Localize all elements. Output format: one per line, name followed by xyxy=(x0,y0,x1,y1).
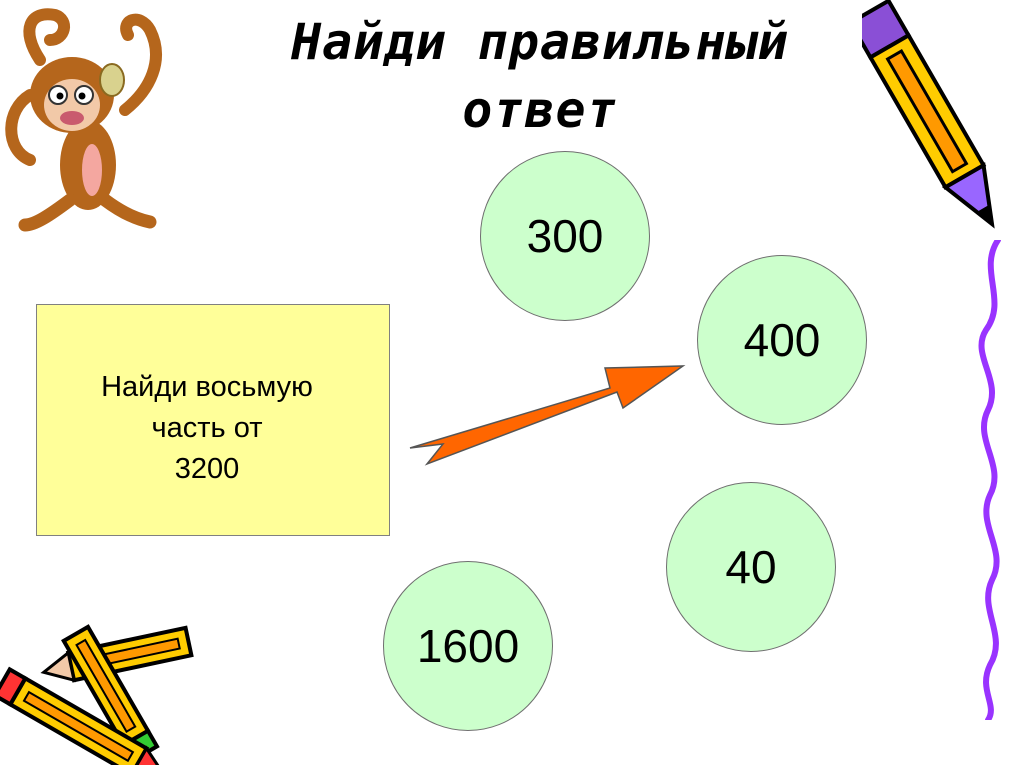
task-box: Найди восьмую часть от 3200 xyxy=(36,304,390,536)
wavy-line-decoration xyxy=(978,240,1001,720)
task-line-1: Найди восьмую xyxy=(101,371,313,403)
title-line-2: ответ xyxy=(462,81,618,139)
answer-400[interactable]: 400 xyxy=(697,255,867,425)
task-line-2: часть от xyxy=(151,412,263,444)
crossed-pencils-icon xyxy=(0,624,194,765)
task-line-3: 3200 xyxy=(174,453,240,485)
arrow-icon xyxy=(409,365,686,466)
answer-40[interactable]: 40 xyxy=(666,482,836,652)
task-text: Найди восьмую часть от 3200 xyxy=(37,367,377,490)
page-title: Найди правильный ответ xyxy=(200,8,880,144)
answer-1600[interactable]: 1600 xyxy=(383,561,553,731)
title-line-1: Найди правильный xyxy=(291,13,789,71)
answer-300[interactable]: 300 xyxy=(480,151,650,321)
pencil-icon xyxy=(862,0,995,229)
monkey-icon xyxy=(5,8,162,232)
